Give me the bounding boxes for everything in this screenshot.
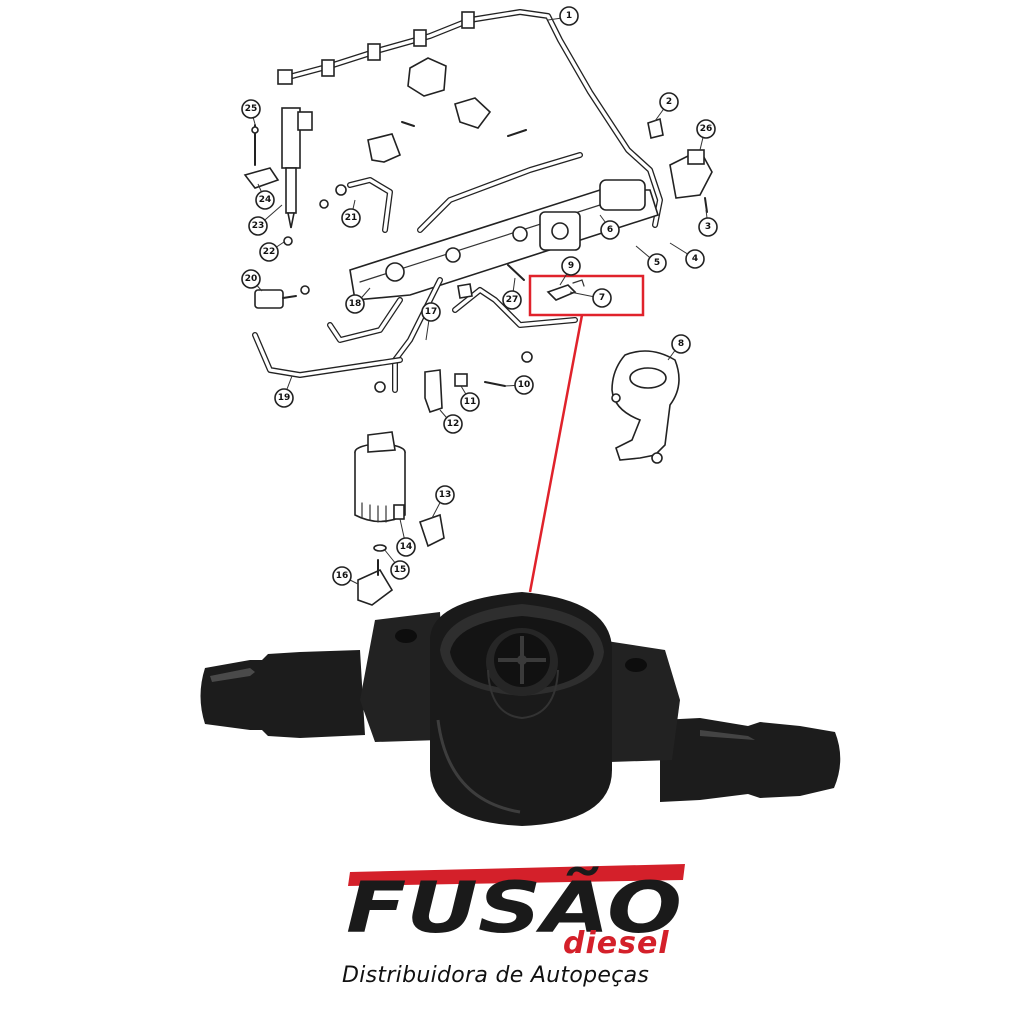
callout-24-label: 24 — [259, 195, 272, 205]
callout-18: 18 — [345, 294, 365, 314]
callout-3-label: 3 — [705, 222, 711, 232]
callout-9: 9 — [561, 256, 581, 276]
callout-26: 26 — [696, 119, 716, 139]
callout-23-label: 23 — [252, 221, 265, 231]
callout-27-label: 27 — [506, 295, 519, 305]
callout-5-label: 5 — [654, 258, 660, 268]
callout-20-label: 20 — [245, 274, 258, 284]
callout-12: 12 — [443, 414, 463, 434]
temperature-sensor — [254, 285, 310, 309]
callout-7: 7 — [592, 288, 612, 308]
rail-brackets — [367, 57, 527, 163]
highlight-marker — [528, 274, 645, 593]
callout-2: 2 — [659, 92, 679, 112]
callout-14-label: 14 — [400, 542, 413, 552]
callout-23: 23 — [248, 216, 268, 236]
highlight-box — [528, 274, 645, 317]
highlight-pointer — [528, 314, 584, 593]
callout-11: 11 — [460, 392, 480, 412]
callout-22: 22 — [259, 242, 279, 262]
fuel-valve-icon — [200, 592, 841, 826]
callout-24: 24 — [255, 190, 275, 210]
callout-25: 25 — [241, 99, 261, 119]
injector-line-1 — [277, 9, 663, 228]
callout-1: 1 — [559, 6, 579, 26]
mount-bracket — [611, 350, 680, 464]
injector-assembly — [243, 107, 313, 229]
fuel-filter-assembly — [354, 431, 445, 606]
common-rail — [349, 179, 660, 301]
callout-20: 20 — [241, 269, 261, 289]
callout-17-label: 17 — [425, 307, 438, 317]
callout-5: 5 — [647, 253, 667, 273]
callout-13-label: 13 — [439, 490, 452, 500]
callout-6: 6 — [600, 220, 620, 240]
callout-4: 4 — [685, 249, 705, 269]
callout-labels: 1 2 3 4 5 6 7 8 9 10 11 12 13 14 15 16 1… — [241, 6, 718, 586]
callout-14: 14 — [396, 537, 416, 557]
callout-8-label: 8 — [678, 339, 684, 349]
callout-11-label: 11 — [464, 397, 477, 407]
callout-13: 13 — [435, 485, 455, 505]
callout-15: 15 — [390, 560, 410, 580]
callout-27: 27 — [502, 290, 522, 310]
pressure-sensor — [647, 117, 713, 213]
callout-12-label: 12 — [447, 419, 460, 429]
callout-7-label: 7 — [599, 293, 605, 303]
callout-17: 17 — [421, 302, 441, 322]
callout-10-label: 10 — [518, 380, 531, 390]
callout-22-label: 22 — [263, 247, 276, 257]
brand-logo: FUSÃO — [346, 864, 685, 942]
part-7-small — [546, 279, 585, 301]
callout-26-label: 26 — [700, 124, 713, 134]
callout-21: 21 — [341, 208, 361, 228]
callout-3: 3 — [698, 217, 718, 237]
callout-2-label: 2 — [666, 97, 672, 107]
callout-25-label: 25 — [245, 104, 258, 114]
brand-name-text: FUSÃO — [346, 867, 682, 942]
brand-sub: diesel — [563, 926, 670, 961]
callout-18-label: 18 — [349, 299, 362, 309]
callout-21-label: 21 — [345, 213, 358, 223]
callout-8: 8 — [671, 334, 691, 354]
callout-6-label: 6 — [607, 225, 613, 235]
callout-1-label: 1 — [566, 11, 572, 21]
callout-19: 19 — [274, 388, 294, 408]
callout-15-label: 15 — [394, 565, 407, 575]
callout-4-label: 4 — [692, 254, 698, 264]
callout-10: 10 — [514, 375, 534, 395]
callout-16: 16 — [332, 566, 352, 586]
callout-9-label: 9 — [568, 261, 574, 271]
brand-tagline: Distribuidora de Autopeças — [342, 963, 650, 988]
callout-19-label: 19 — [278, 393, 291, 403]
callout-16-label: 16 — [336, 571, 349, 581]
